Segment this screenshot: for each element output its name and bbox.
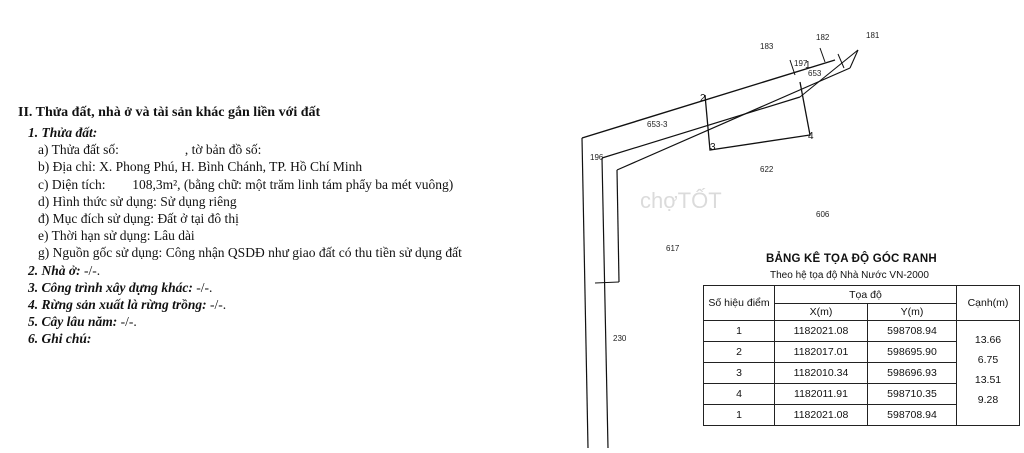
purpose-value: Đất ở tại đô thị xyxy=(157,210,239,226)
cell-y: 598708.94 xyxy=(867,320,957,342)
strip-left xyxy=(581,137,589,449)
cell-x: 1182021.08 xyxy=(774,320,868,342)
parcel-label: 653 xyxy=(808,69,822,78)
strip-right xyxy=(601,157,609,449)
parcel-label: 183 xyxy=(760,42,774,51)
cell-point: 3 xyxy=(703,362,775,384)
boundary-line xyxy=(601,96,801,159)
item-other-construction: 3. Công trình xây dựng khác: -/-. xyxy=(18,280,538,297)
parcel-label: 606 xyxy=(816,210,830,219)
origin-line: g) Nguồn gốc sử dụng: Công nhận QSDĐ như… xyxy=(18,245,538,262)
cell-x: 1182010.34 xyxy=(774,362,868,384)
watermark: chợTỐT xyxy=(640,187,722,213)
cell-y: 598708.94 xyxy=(867,404,957,426)
term-label: e) Thời hạn sử dụng: xyxy=(38,228,151,244)
strip-divider xyxy=(594,281,620,284)
coordinate-table: Số hiệu điểm Tọa độ Cạnh(m) X(m) Y(m) 1 … xyxy=(703,285,1020,426)
term-line: e) Thời hạn sử dụng: Lâu dài xyxy=(18,228,538,245)
cell-y: 598695.90 xyxy=(867,341,957,363)
item-value: -/-. xyxy=(209,296,227,312)
parcel-outline xyxy=(704,81,811,151)
parcel-label: 182 xyxy=(816,33,830,42)
header-y: Y(m) xyxy=(867,303,957,321)
table-row: 1 1182021.08 598708.94 xyxy=(703,404,1020,426)
land-info-section: II. Thửa đất, nhà ở và tài sản khác gắn … xyxy=(18,105,538,348)
item-label: 6. Ghi chú: xyxy=(28,331,92,347)
cell-point: 1 xyxy=(703,404,775,426)
parcel-label: 181 xyxy=(866,31,880,40)
strip-inner xyxy=(616,169,620,283)
parcel-label: 653-3 xyxy=(647,120,668,129)
map-sheet-label: , tờ bản đồ số: xyxy=(184,142,262,158)
parcel-line: a) Thửa đất số: , tờ bản đồ số: xyxy=(18,142,538,159)
purpose-line: đ) Mục đích sử dụng: Đất ở tại đô thị xyxy=(18,211,538,228)
item-house: 2. Nhà ở: -/-. xyxy=(18,263,538,280)
address-line: b) Địa chỉ: X. Phong Phú, H. Bình Chánh,… xyxy=(18,159,538,176)
table-row: 1 1182021.08 598708.94 13.66 6.75 13.51 … xyxy=(703,320,1020,426)
parcel-label: 230 xyxy=(613,334,627,343)
header-edge: Cạnh(m) xyxy=(956,285,1020,321)
item-label: 2. Nhà ở: xyxy=(28,262,81,278)
edge-value: 13.66 xyxy=(974,334,1002,346)
header-coord: Tọa độ xyxy=(774,285,957,304)
address-label: b) Địa chỉ: xyxy=(38,159,96,175)
edge-value: 6.75 xyxy=(977,354,999,366)
point-label: 2 xyxy=(700,93,706,104)
parcel-label: 622 xyxy=(760,165,774,174)
item-value: -/-. xyxy=(120,314,137,330)
use-form-label: d) Hình thức sử dụng: xyxy=(38,193,157,209)
cell-y: 598696.93 xyxy=(867,362,957,384)
boundary-line xyxy=(799,49,859,98)
edge-value: 9.28 xyxy=(977,394,999,406)
point-label: 1 xyxy=(805,60,811,71)
point-label: 4 xyxy=(808,131,814,142)
cell-point: 4 xyxy=(703,383,775,405)
cell-x: 1182021.08 xyxy=(774,404,868,426)
area-value: 108,3m², (bằng chữ: một trăm linh tám ph… xyxy=(132,176,454,192)
term-value: Lâu dài xyxy=(153,228,195,244)
point-label: 3 xyxy=(710,142,716,153)
use-form-line: d) Hình thức sử dụng: Sử dụng riêng xyxy=(18,194,538,211)
item-value: -/-. xyxy=(196,279,213,295)
edge-value: 13.51 xyxy=(974,374,1002,386)
boundary-line xyxy=(849,49,859,69)
land-heading: 1. Thửa đất: xyxy=(28,125,98,140)
parcel-map-drawing: 183 182 181 197 653 653-3 196 622 606 61… xyxy=(581,31,880,449)
item-notes: 6. Ghi chú: xyxy=(18,331,538,348)
area-line: c) Diện tích: 108,3m², (bằng chữ: một tr… xyxy=(18,177,538,194)
purpose-label: đ) Mục đích sử dụng: xyxy=(38,210,155,226)
item-perennial: 5. Cây lâu năm: -/-. xyxy=(18,314,538,331)
cell-x: 1182011.91 xyxy=(774,383,868,405)
cell-x: 1182017.01 xyxy=(774,341,868,363)
item-value: -/-. xyxy=(84,262,101,278)
area-label: c) Diện tích: xyxy=(38,176,106,192)
cell-point: 2 xyxy=(703,341,775,363)
origin-label: g) Nguồn gốc sử dụng: xyxy=(38,245,163,261)
origin-value: Công nhận QSDĐ như giao đất có thu tiền … xyxy=(165,245,462,261)
item-label: 3. Công trình xây dựng khác: xyxy=(28,279,193,295)
parcel-no-label: a) Thửa đất số: xyxy=(38,142,119,158)
section-title: II. Thửa đất, nhà ở và tài sản khác gắn … xyxy=(18,105,321,120)
parcel-label: 197 xyxy=(794,59,808,68)
edge-column: 13.66 6.75 13.51 9.28 xyxy=(956,320,1020,426)
item-label: 5. Cây lâu năm: xyxy=(28,314,118,330)
item-forest: 4. Rừng sản xuất là rừng trồng: -/-. xyxy=(18,297,538,314)
table-subtitle: Theo hệ tọa độ Nhà Nước VN-2000 xyxy=(770,270,929,281)
address-value: X. Phong Phú, H. Bình Chánh, TP. Hồ Chí … xyxy=(99,159,363,175)
header-point: Số hiệu điểm xyxy=(703,285,775,321)
boundary-line xyxy=(616,67,851,171)
parcel-label: 196 xyxy=(590,153,604,162)
parcel-label: 617 xyxy=(666,244,680,253)
boundary-line xyxy=(581,59,836,139)
parcel-map: 183 182 181 197 653 653-3 196 622 606 61… xyxy=(520,20,1024,449)
cell-y: 598710.35 xyxy=(867,383,957,405)
table-title: BẢNG KÊ TỌA ĐỘ GÓC RANH xyxy=(766,253,937,265)
item-label: 4. Rừng sản xuất là rừng trồng: xyxy=(28,296,207,312)
header-x: X(m) xyxy=(774,303,868,321)
cell-point: 1 xyxy=(703,320,775,342)
use-form-value: Sử dụng riêng xyxy=(160,193,237,209)
